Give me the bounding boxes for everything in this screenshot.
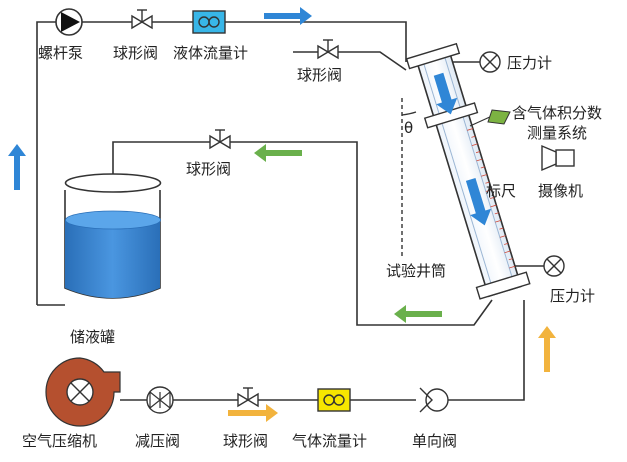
gas-flowmeter-label: 气体流量计 bbox=[292, 432, 367, 450]
void-fraction-label-1: 含气体积分数 bbox=[512, 104, 602, 122]
ball-valve-return-icon bbox=[209, 129, 231, 150]
ball-valve-bypass-icon bbox=[317, 39, 339, 60]
return-flow-arrow-upper bbox=[254, 144, 302, 162]
ball-valve-top-icon bbox=[131, 9, 153, 30]
gas-to-column-pipe bbox=[448, 300, 525, 401]
pressure-reducing-valve-icon bbox=[146, 386, 174, 414]
void-fraction-probe-icon bbox=[469, 109, 511, 127]
air-compressor-icon bbox=[45, 357, 121, 427]
test-wellbore-label: 试验井筒 bbox=[386, 262, 446, 280]
liquid-flow-arrow-top bbox=[264, 7, 312, 25]
top-flange bbox=[405, 42, 461, 70]
pressure-gauge-bottom-label: 压力计 bbox=[550, 287, 595, 305]
theta-label: θ bbox=[404, 119, 413, 137]
check-valve-icon bbox=[419, 387, 449, 413]
return-pipe bbox=[112, 141, 493, 326]
theta-arc bbox=[401, 111, 417, 116]
screw-pump-icon bbox=[55, 8, 83, 36]
screw-pump-label: 螺杆泵 bbox=[38, 44, 83, 62]
camera-icon bbox=[541, 144, 575, 172]
pump-inlet-pipe bbox=[36, 21, 56, 305]
storage-tank bbox=[64, 173, 162, 299]
check-valve-label: 单向阀 bbox=[412, 432, 457, 450]
return-flow-arrow-lower bbox=[394, 305, 442, 323]
bottom-flange bbox=[475, 271, 531, 300]
ball-valve-bypass-label: 球形阀 bbox=[297, 66, 342, 84]
air-compressor-label: 空气压缩机 bbox=[22, 432, 97, 450]
test-wellbore bbox=[405, 42, 531, 300]
liquid-flowmeter-icon bbox=[192, 10, 226, 34]
scale-ruler-ticks bbox=[467, 128, 516, 269]
pressure-gauge-top-icon bbox=[479, 51, 501, 73]
column-flow-arrow-lower bbox=[465, 177, 492, 226]
storage-tank-label: 储液罐 bbox=[70, 328, 115, 346]
ball-valve-top-label: 球形阀 bbox=[113, 44, 158, 62]
scale-label: 标尺 bbox=[486, 182, 516, 200]
gas-flowmeter-icon bbox=[317, 388, 351, 412]
ball-valve-return-label: 球形阀 bbox=[186, 160, 231, 178]
gas-flow-arrow bbox=[228, 404, 278, 422]
ball-valve-gas-icon bbox=[237, 387, 259, 408]
liquid-flowmeter-label: 液体流量计 bbox=[173, 44, 248, 62]
camera-label: 摄像机 bbox=[538, 182, 583, 200]
gas-rise-arrow bbox=[538, 326, 556, 372]
pump-suction-arrow bbox=[8, 144, 26, 190]
void-fraction-label-2: 测量系统 bbox=[527, 124, 587, 142]
liquid-supply-pipe bbox=[82, 21, 407, 62]
pressure-gauge-top-label: 压力计 bbox=[507, 54, 552, 72]
pressure-reducing-valve-label: 减压阀 bbox=[135, 432, 180, 450]
ball-valve-gas-label: 球形阀 bbox=[223, 432, 268, 450]
pressure-gauge-bottom-icon bbox=[543, 255, 565, 277]
column-flow-arrow-upper bbox=[433, 72, 458, 115]
